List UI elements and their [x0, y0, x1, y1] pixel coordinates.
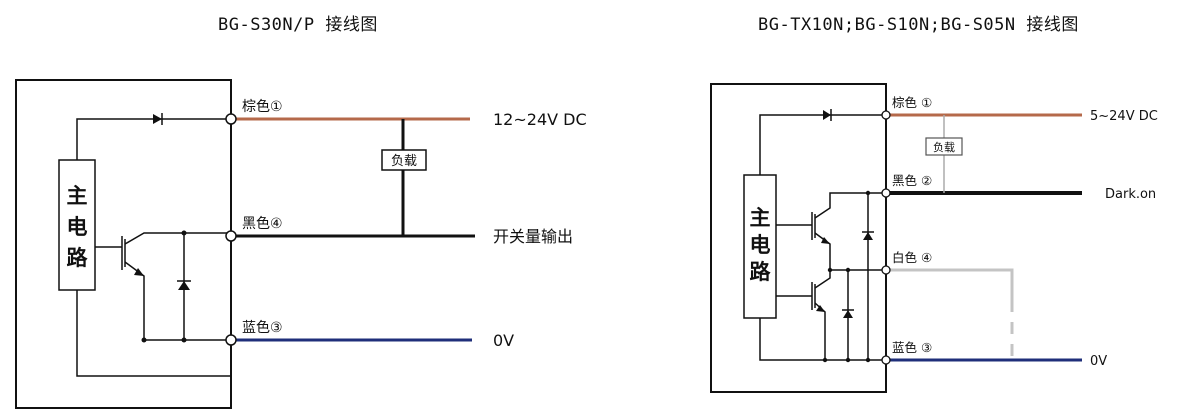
right-sensor-housing [710, 83, 887, 393]
right-main-circuit-char: 路 [750, 260, 772, 284]
left-wire-label: 蓝色③ [242, 319, 283, 336]
right-output-label: Dark.on [1105, 187, 1156, 202]
right-white-wire [886, 268, 1014, 300]
left-internal-wiring [76, 118, 231, 377]
left-load-box [381, 149, 427, 171]
right-diagram-title: BG-TX10N;BG-S10N;BG-S05N 接线图 [758, 15, 1079, 35]
right-wire-label: 棕色 ① [892, 95, 932, 110]
left-main-circuit-char: 主 [67, 184, 88, 208]
right-wire-label: 白色 ④ [892, 250, 932, 265]
right-terminal [881, 110, 891, 120]
left-load-label: 负载 [391, 154, 417, 169]
right-series-diode [823, 110, 831, 120]
right-internal-wiring [759, 114, 886, 361]
left-transistor-emitter-arrow [134, 268, 144, 276]
right-output-label: 0V [1090, 354, 1107, 369]
right-terminal [881, 265, 891, 275]
left-wire-label: 黑色④ [242, 215, 283, 232]
left-output-label: 开关量输出 [493, 227, 573, 246]
left-main-circuit-char: 路 [67, 246, 89, 270]
right-output-label: 5~24V DC [1090, 109, 1158, 124]
right-wiring-diagram: 主 电 路 [710, 83, 1158, 393]
left-output-label: 0V [493, 331, 514, 350]
right-diode [863, 232, 873, 240]
left-diagram-title: BG-S30N/P 接线图 [218, 15, 378, 35]
left-main-circuit-box [58, 159, 96, 291]
left-wire-label: 棕色① [242, 98, 283, 115]
right-load-box [925, 137, 963, 156]
left-sensor-housing [15, 79, 232, 409]
left-terminal [225, 334, 237, 346]
left-main-circuit-char: 电 [67, 215, 88, 239]
right-main-circuit-char: 主 [750, 206, 771, 230]
right-main-circuit-box [743, 174, 777, 319]
right-wire-label: 蓝色 ③ [892, 340, 932, 355]
left-output-label: 12~24V DC [493, 110, 587, 129]
right-terminal [881, 188, 891, 198]
left-wiring-diagram: 主 电 路 负载 [15, 79, 587, 409]
right-terminal [881, 355, 891, 365]
left-zener-diode [178, 281, 190, 290]
right-main-circuit-char: 电 [750, 233, 771, 257]
right-load-label: 负载 [933, 140, 955, 154]
left-terminal [225, 230, 237, 242]
left-series-diode [153, 114, 162, 124]
right-wire-label: 黑色 ② [892, 173, 932, 188]
left-terminal [225, 113, 237, 125]
right-diode [843, 310, 853, 318]
